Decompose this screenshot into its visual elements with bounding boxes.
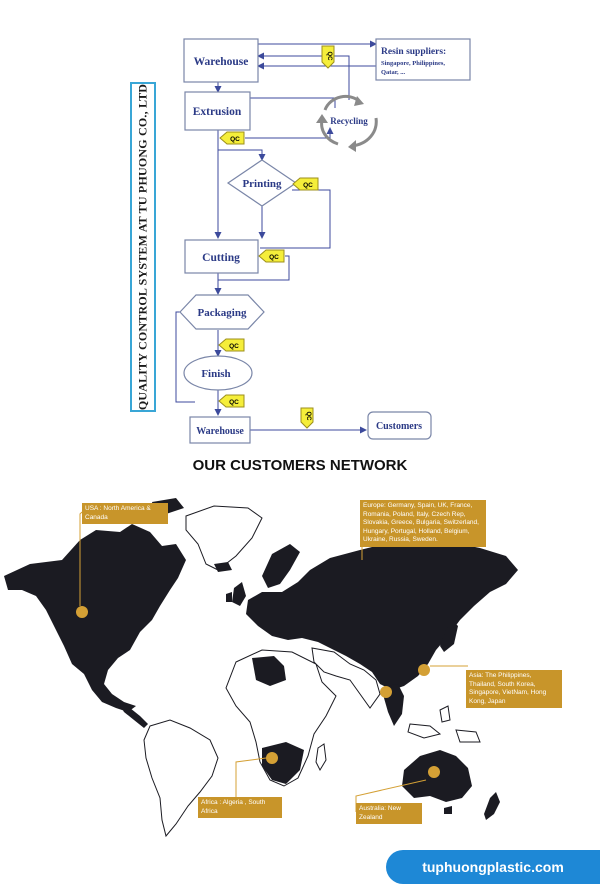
- australia-label: Australia: New Zealand: [356, 803, 422, 825]
- algeria-shape: [252, 656, 286, 686]
- resin-suppliers-list-1: Singapore, Philippines,: [381, 60, 445, 67]
- website-badge[interactable]: tuphuongplastic.com: [386, 850, 600, 884]
- vertical-title-frame: QUALITY CONTROL SYSTEM AT TU PHUONG CO.,…: [130, 82, 156, 412]
- qc-tag-extrusion: QC: [219, 131, 245, 145]
- packaging-label: Packaging: [198, 307, 247, 319]
- world-map: [4, 498, 518, 838]
- usa-label: USA : North America & Canada: [82, 503, 168, 525]
- qc-label: QC: [326, 52, 332, 62]
- extrusion-label: Extrusion: [193, 106, 242, 118]
- warehouse-bottom-node: Warehouse: [189, 416, 251, 444]
- marker-africa: [266, 752, 278, 764]
- africa-shape: [225, 649, 337, 787]
- customers-network-title: OUR CUSTOMERS NETWORK: [192, 457, 408, 474]
- printing-label: Printing: [242, 178, 282, 190]
- new-zealand-shape: [484, 792, 500, 820]
- printing-node: Printing: [226, 159, 298, 207]
- qc-tag-finish: QC: [218, 394, 245, 408]
- qc-label: QC: [269, 254, 279, 261]
- warehouse-top-node: Warehouse: [183, 38, 259, 83]
- north-america-shape: [4, 524, 186, 712]
- tasmania-shape: [444, 806, 452, 814]
- iceland-shape: [214, 562, 232, 572]
- islands-shape: [407, 705, 481, 743]
- madagascar-shape: [315, 743, 327, 772]
- qc-label: QC: [303, 182, 313, 189]
- cutting-label: Cutting: [202, 252, 240, 264]
- qc-label: QC: [230, 136, 240, 143]
- greenland-shape: [185, 505, 263, 571]
- central-america-shape: [118, 702, 148, 728]
- qc-label: QC: [229, 399, 239, 406]
- scandinavia-shape: [262, 544, 300, 588]
- qc-tag-cutting: QC: [258, 249, 285, 263]
- warehouse-bottom-label: Warehouse: [196, 426, 244, 437]
- warehouse-top-label: Warehouse: [194, 56, 249, 68]
- extrusion-node: Extrusion: [184, 91, 251, 131]
- cutting-node: Cutting: [184, 239, 259, 274]
- marker-asia: [380, 686, 392, 698]
- eurasia-shape: [246, 538, 518, 690]
- qc-label: QC: [229, 343, 239, 350]
- qc-tag-customers: QC: [300, 407, 314, 429]
- recycling-node: Recycling: [316, 94, 378, 152]
- qc-tag-printing: QC: [292, 177, 319, 191]
- europe-label: Europe: Germany, Spain, UK, France, Roma…: [360, 500, 486, 547]
- website-link[interactable]: tuphuongplastic.com: [422, 859, 564, 875]
- south-america-shape: [143, 719, 219, 838]
- qc-label: QC: [305, 412, 311, 422]
- quality-control-flowchart: Warehouse Resin suppliers: Singapore, Ph…: [175, 38, 471, 444]
- resin-suppliers-title: Resin suppliers:: [381, 47, 446, 57]
- finish-label: Finish: [201, 368, 230, 380]
- recycling-label: Recycling: [330, 116, 368, 126]
- customers-node: Customers: [367, 411, 432, 440]
- qc-tag-resin: QC: [321, 45, 335, 69]
- marker-asia-east: [418, 664, 430, 676]
- asia-label: Asia: The Philippines, Thailand, South K…: [466, 670, 562, 709]
- packaging-node: Packaging: [179, 294, 265, 330]
- finish-node: Finish: [183, 355, 253, 391]
- uk-shape: [226, 582, 246, 606]
- marker-north-america: [76, 606, 88, 618]
- marker-australia: [428, 766, 440, 778]
- customers-label: Customers: [376, 421, 422, 432]
- japan-shape: [440, 620, 458, 652]
- africa-label: Africa : Algeria , South Africa: [198, 797, 282, 819]
- resin-suppliers-node: Resin suppliers: Singapore, Philippines,…: [375, 38, 471, 81]
- middle-east-india-shape: [311, 647, 381, 709]
- qc-tag-packaging: QC: [218, 338, 245, 352]
- resin-suppliers-list-2: Qatar, ...: [381, 69, 406, 76]
